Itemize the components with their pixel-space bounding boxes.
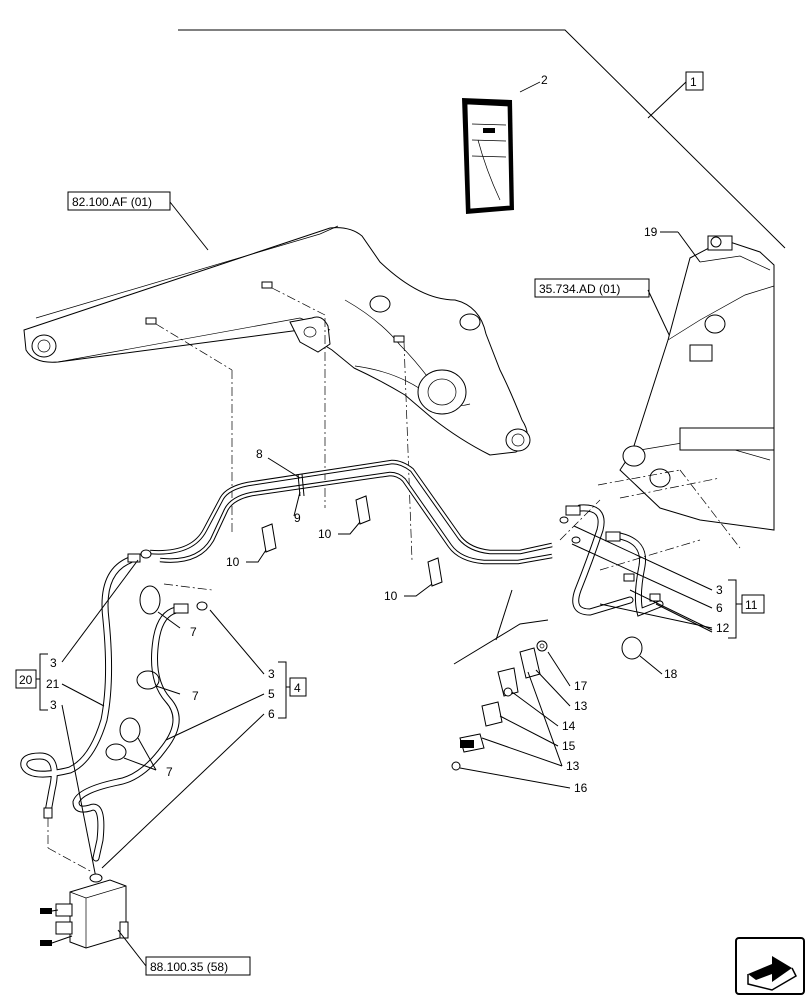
cable-ties-7: 7 7 7 [105,585,199,779]
callout-1: 1 [685,71,704,91]
arm-bolts [145,281,413,561]
svg-text:18: 18 [664,667,678,681]
svg-text:3: 3 [268,667,275,681]
svg-text:8: 8 [256,447,263,461]
svg-text:10: 10 [384,589,398,603]
callout-4: 4 3 5 6 [101,609,307,869]
svg-text:3: 3 [50,698,57,712]
svg-text:19: 19 [644,225,658,239]
part-18-loop: 18 [621,636,678,681]
loader-arm [23,225,531,456]
next-page-arrow-icon[interactable] [735,937,805,995]
assembly-leader [178,29,786,249]
svg-text:2: 2 [541,73,548,87]
svg-text:16: 16 [574,781,588,795]
svg-text:20: 20 [19,673,33,687]
decal-part-2: 2 [462,73,548,214]
svg-text:10: 10 [318,527,332,541]
svg-text:3: 3 [50,656,57,670]
svg-text:7: 7 [166,765,173,779]
loader-frame: 19 [597,225,775,549]
svg-text:1: 1 [690,75,697,89]
ref-88-100-35: 88.100.35 (58) [117,929,251,976]
svg-text:5: 5 [268,687,275,701]
clamp-10-left: 10 [226,523,277,569]
break-lines [453,589,549,665]
hydraulic-pipes: 8 9 [149,447,553,565]
callout-20: 20 3 21 3 [15,559,139,879]
ref-82-100-af: 82.100.AF (01) [67,191,209,251]
hose-group-right [559,499,701,617]
svg-text:21: 21 [46,677,60,691]
svg-text:13: 13 [566,759,580,773]
svg-text:13: 13 [574,699,588,713]
svg-text:7: 7 [192,689,199,703]
clamp-10-right: 10 [384,557,443,603]
svg-text:3: 3 [716,583,723,597]
svg-text:9: 9 [294,511,301,525]
svg-text:6: 6 [716,601,723,615]
svg-text:4: 4 [294,681,301,695]
svg-text:15: 15 [562,739,576,753]
svg-text:14: 14 [562,719,576,733]
valve-block [40,818,129,949]
callout-11: 11 3 6 12 [571,525,765,639]
svg-text:17: 17 [574,679,588,693]
svg-text:7: 7 [190,625,197,639]
svg-text:6: 6 [268,707,275,721]
svg-text:82.100.AF (01): 82.100.AF (01) [72,195,152,209]
svg-text:35.734.AD (01): 35.734.AD (01) [539,282,620,296]
svg-text:12: 12 [716,621,730,635]
svg-text:88.100.35 (58): 88.100.35 (58) [150,960,228,974]
svg-text:10: 10 [226,555,240,569]
svg-text:11: 11 [745,598,758,612]
clamp-10-middle: 10 [318,495,371,541]
small-parts-stack: 17 13 14 15 13 16 [451,640,588,795]
ref-35-734-ad: 35.734.AD (01) [534,278,713,427]
